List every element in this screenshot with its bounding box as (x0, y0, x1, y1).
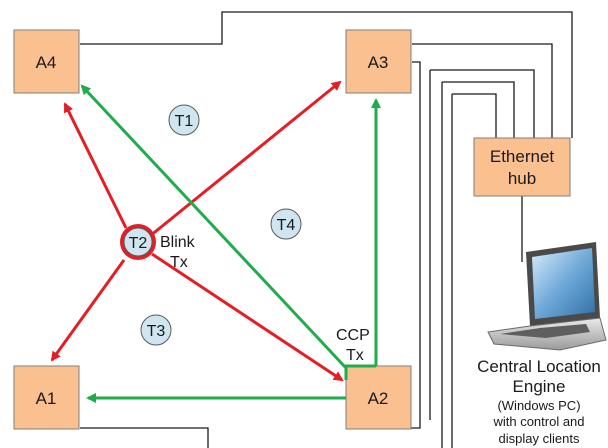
tag-t3-label: T3 (147, 323, 166, 340)
tag-t2: T2 (120, 224, 156, 260)
ccp-arrows (80, 84, 381, 403)
wire-hub-b (442, 81, 515, 138)
anchor-a3: A3 (345, 29, 412, 94)
blink-label-line1: Blink (160, 234, 196, 251)
ccp-arrow-to-a4 (80, 84, 348, 370)
tag-t1: T1 (168, 104, 200, 136)
anchor-a2: A2 (345, 365, 412, 430)
engine-label-line4: with control and (492, 414, 584, 429)
blink-arrow-to-a1 (50, 259, 126, 362)
anchor-a3-label: A3 (368, 53, 389, 72)
blink-arrow-to-a2 (151, 252, 344, 382)
anchor-a4: A4 (13, 29, 80, 94)
engine-label-line5: display clients (499, 431, 580, 446)
anchor-a4-label: A4 (36, 53, 57, 72)
blink-arrows (50, 80, 344, 382)
engine-label-line1: Central Location (477, 357, 601, 376)
tag-t4: T4 (270, 208, 302, 240)
anchor-a1: A1 (13, 365, 80, 430)
network-wires (80, 11, 573, 448)
engine-label-line2: Engine (513, 377, 566, 396)
wire-a4-hub (80, 11, 573, 138)
ethernet-hub: Ethernet hub (473, 137, 571, 197)
tag-t1-label: T1 (175, 113, 194, 130)
ccp-label-line1: CCP (336, 327, 370, 344)
blink-arrow-to-a3 (149, 80, 342, 238)
hub-label-line1: Ethernet (490, 147, 555, 166)
ccp-label-line2: Tx (346, 347, 364, 364)
wire-a3-hub-top (412, 43, 553, 138)
tag-t3: T3 (140, 314, 172, 346)
blink-label-line2: Tx (170, 254, 188, 271)
wire-hub-a (430, 69, 535, 138)
ccp-tx-marker (344, 364, 376, 380)
tag-t4-label: T4 (277, 217, 296, 234)
wire-hub-c (452, 93, 497, 138)
engine-label-line3: (Windows PC) (497, 398, 580, 413)
laptop-icon (487, 242, 607, 351)
hub-label-line2: hub (508, 169, 536, 188)
wire-a1 (80, 427, 209, 448)
tag-t2-label: T2 (129, 235, 148, 252)
anchor-a1-label: A1 (36, 389, 57, 408)
anchor-a2-label: A2 (368, 389, 389, 408)
blink-arrow-to-a4 (63, 102, 128, 229)
